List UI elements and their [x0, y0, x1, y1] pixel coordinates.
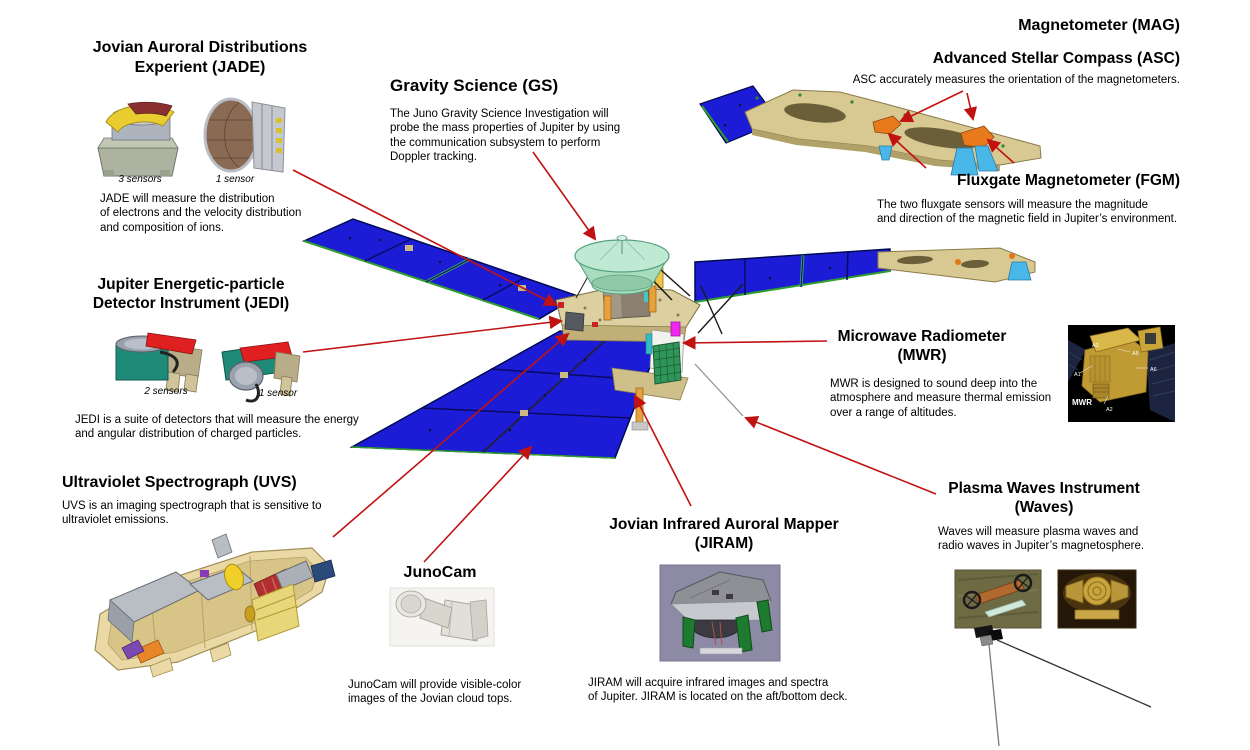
jiram-title: Jovian Infrared Auroral Mapper (JIRAM)	[609, 516, 839, 552]
uvs-callout-line	[332, 332, 570, 538]
junocam-callout-line	[423, 445, 533, 563]
junocam-description: JunoCam will provide visible-color image…	[348, 679, 522, 706]
jedi-title: Jupiter Energetic-particle Detector Inst…	[92, 276, 290, 312]
jade-callout-line	[292, 169, 558, 306]
waves-photo-component	[1057, 569, 1137, 629]
waves-photo-antenna	[954, 569, 1042, 629]
jade-description: JADE will measure the distribution of el…	[100, 193, 302, 234]
jedi-description: JEDI is a suite of detectors that will m…	[75, 414, 359, 441]
solar-panel-right	[694, 248, 891, 335]
fgm-callout-line-2	[986, 138, 1015, 164]
mwr-photo-label: MWR	[1072, 398, 1092, 407]
jade-caption-1-sensor: 1 sensor	[215, 174, 255, 185]
jedi-sensor-images	[115, 332, 301, 403]
high-gain-antenna-dish	[574, 235, 670, 295]
mwr-photo-annotation: A6	[1150, 367, 1157, 373]
mwr-title: Microwave Radiometer (MWR)	[837, 328, 1007, 364]
jiram-image	[659, 564, 781, 662]
waves-deployed-antenna	[974, 625, 1152, 747]
jade-title: Jovian Auroral Distributions Experient (…	[92, 39, 308, 76]
waves-callout-line	[744, 415, 937, 495]
jade-caption-3-sensors: 3 sensors	[118, 174, 162, 185]
mwr-photo-annotation: A2	[1106, 407, 1113, 413]
junocam-title: JunoCam	[403, 564, 477, 581]
mwr-description: MWR is designed to sound deep into the a…	[830, 378, 1052, 419]
asc-callout-line-1	[899, 90, 964, 123]
waves-title: Plasma Waves Instrument (Waves)	[948, 480, 1140, 516]
gs-description: The Juno Gravity Science Investigation w…	[390, 108, 621, 164]
mwr-antenna-grid	[652, 341, 682, 385]
asc-description: ASC accurately measures the orientation …	[852, 74, 1180, 86]
jedi-callout-line	[302, 315, 564, 353]
uvs-description: UVS is an imaging spectrograph that is s…	[62, 500, 322, 527]
jiram-callout-line	[634, 394, 692, 507]
gs-callout-line	[532, 151, 597, 241]
mag-title: Magnetometer (MAG)	[1018, 17, 1180, 34]
uvs-instrument-image	[94, 533, 336, 678]
boom-inset-image	[699, 85, 1042, 176]
mwr-photo-annotation: A3	[1092, 343, 1099, 349]
asc-title: Advanced Stellar Compass (ASC)	[932, 50, 1180, 67]
gs-title: Gravity Science (GS)	[390, 76, 559, 95]
callout-lines	[292, 90, 1015, 563]
fgm-callout-line-1	[887, 132, 927, 169]
mwr-photo-annotation: A1	[1074, 372, 1081, 378]
jedi-caption-1-sensor: 1 sensor	[258, 388, 298, 399]
spacecraft	[301, 218, 1036, 459]
jade-sensor-images	[97, 97, 286, 177]
waves-description: Waves will measure plasma waves and radi…	[938, 526, 1145, 553]
magnetometer-boom	[877, 247, 1036, 283]
uvs-title: Ultraviolet Spectrograph (UVS)	[62, 474, 297, 491]
fgm-description: The two fluxgate sensors will measure th…	[877, 199, 1178, 226]
jiram-description: JIRAM will acquire infrared images and s…	[588, 677, 848, 704]
fgm-title: Fluxgate Magnetometer (FGM)	[956, 172, 1180, 189]
solar-panel-front	[349, 330, 662, 459]
solar-panel-left	[301, 218, 580, 320]
asc-callout-line-2	[963, 92, 978, 121]
mwr-photo: A3 A5 A1 A6 A2 MWR	[1067, 325, 1176, 422]
junocam-image	[389, 587, 495, 647]
mwr-callout-line	[681, 336, 828, 350]
jedi-caption-2-sensors: 2 sensors	[144, 386, 188, 397]
mwr-photo-annotation: A5	[1132, 351, 1139, 357]
